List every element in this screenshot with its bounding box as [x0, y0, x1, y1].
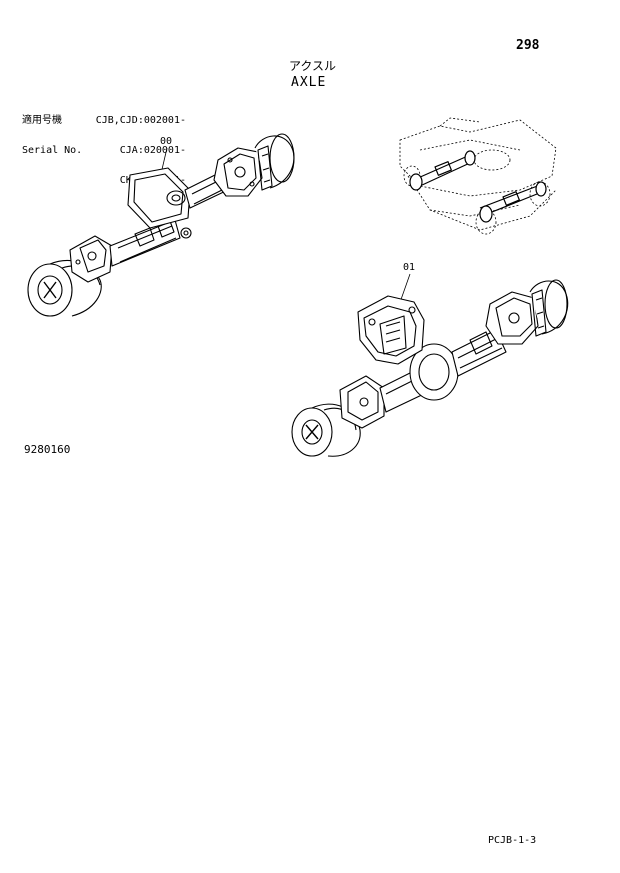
page-code: PCJB-1-3 [488, 835, 537, 846]
callout-rear-axle: 01 [403, 262, 416, 273]
figure-number: 9280160 [24, 443, 71, 456]
serial-value-2: CJA:020001- [119, 145, 186, 156]
front-axle-drawing [27, 133, 295, 317]
rear-axle-drawing [291, 273, 569, 457]
serial-row-1: 適用号機 CJB,CJD:002001- [22, 116, 186, 126]
callout-front-axle: 00 [160, 136, 173, 147]
serial-value-1: CJB,CJD:002001- [95, 115, 186, 126]
title-japanese: アクスル [289, 59, 337, 73]
machine-axles-highlight [409, 150, 547, 223]
page-number: 298 [516, 38, 540, 53]
title-english: AXLE [291, 75, 327, 90]
serial-row-2: Serial No. CJA:020001- [22, 146, 186, 156]
serial-label-ja: 適用号機 [22, 115, 62, 126]
serial-label-en: Serial No. [22, 145, 83, 156]
